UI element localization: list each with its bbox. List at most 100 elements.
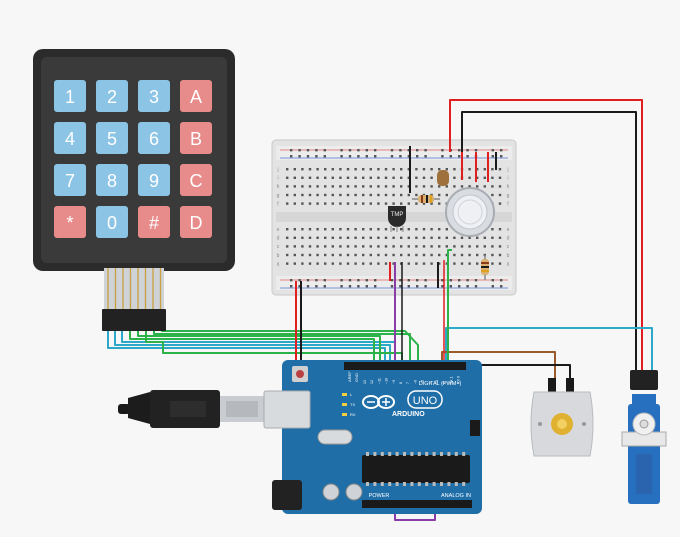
arduino-uno[interactable]: ARDUINO UNO DIGITAL (PWM~) ANALOG IN POW… bbox=[263, 360, 482, 514]
key-label: 2 bbox=[107, 87, 117, 107]
digital-label: DIGITAL (PWM~) bbox=[419, 381, 462, 387]
key-label: 7 bbox=[65, 171, 75, 191]
key-hash[interactable]: # bbox=[138, 206, 170, 238]
key-c[interactable]: C bbox=[180, 164, 212, 196]
key-a[interactable]: A bbox=[180, 80, 212, 112]
pin-label: ~5 bbox=[421, 380, 425, 384]
row-letter: e bbox=[507, 227, 510, 233]
sensor-label: TMP bbox=[391, 212, 404, 218]
row-letter: e bbox=[277, 227, 280, 233]
atmega-chip bbox=[362, 455, 470, 483]
key-label: A bbox=[190, 87, 202, 107]
key-label: 0 bbox=[107, 213, 117, 233]
row-letter: d bbox=[277, 236, 280, 242]
pin-label: ~10 bbox=[385, 378, 389, 384]
row-letter: f bbox=[507, 201, 509, 207]
key-8[interactable]: 8 bbox=[96, 164, 128, 196]
row-letter: a bbox=[277, 261, 280, 267]
icsp-header bbox=[470, 420, 480, 436]
row-letter: c bbox=[277, 244, 280, 250]
row-letter: i bbox=[277, 176, 278, 182]
board-capacitor-1 bbox=[322, 483, 340, 501]
pin-label: ~3 bbox=[435, 380, 439, 384]
arduino-model: UNO bbox=[413, 395, 438, 407]
wire-green-sensor[interactable] bbox=[447, 249, 452, 365]
row-letter: g bbox=[277, 193, 280, 199]
key-b[interactable]: B bbox=[180, 122, 212, 154]
row-letter: i bbox=[507, 176, 508, 182]
gnd-label: GND bbox=[354, 373, 359, 382]
key-label: 6 bbox=[149, 129, 159, 149]
digital-header[interactable] bbox=[344, 362, 466, 370]
key-7[interactable]: 7 bbox=[54, 164, 86, 196]
row-letter: j bbox=[506, 167, 508, 173]
key-9[interactable]: 9 bbox=[138, 164, 170, 196]
key-label: D bbox=[190, 213, 203, 233]
wire-teal-2[interactable] bbox=[114, 330, 391, 365]
key-d[interactable]: D bbox=[180, 206, 212, 238]
row-letter: g bbox=[507, 193, 510, 199]
gas-sensor[interactable] bbox=[445, 187, 495, 237]
led-label: L bbox=[350, 392, 353, 397]
dc-motor[interactable] bbox=[530, 378, 594, 457]
key-0[interactable]: 0 bbox=[96, 206, 128, 238]
wire-red-servo[interactable] bbox=[449, 99, 643, 375]
led-label: TX bbox=[350, 402, 355, 407]
wire-green-2[interactable] bbox=[137, 330, 381, 365]
power-rail-top bbox=[276, 146, 512, 160]
key-label: B bbox=[190, 129, 202, 149]
arduino-brand: ARDUINO bbox=[392, 411, 425, 418]
uno-badge bbox=[407, 390, 443, 409]
power-jack bbox=[272, 480, 302, 510]
row-letter: b bbox=[277, 253, 280, 259]
crystal bbox=[317, 429, 353, 445]
keypad-connector bbox=[102, 309, 166, 331]
key-3[interactable]: 3 bbox=[138, 80, 170, 112]
key-star[interactable]: * bbox=[54, 206, 86, 238]
capacitor[interactable] bbox=[437, 170, 449, 186]
temperature-sensor[interactable]: TMP bbox=[388, 206, 406, 232]
key-label: # bbox=[149, 213, 159, 233]
pin-label: 8 bbox=[399, 382, 403, 384]
row-letter: d bbox=[507, 236, 510, 242]
arduino-logo bbox=[362, 395, 395, 409]
key-label: 5 bbox=[107, 129, 117, 149]
wire-teal-servo[interactable] bbox=[445, 327, 653, 375]
row-letter: h bbox=[507, 184, 510, 190]
wire-brown-motor[interactable] bbox=[441, 351, 556, 385]
pin-label: TX 1 bbox=[449, 376, 453, 384]
analog-label: ANALOG IN bbox=[441, 493, 471, 499]
wire-teal-1[interactable] bbox=[107, 330, 386, 365]
analog-header[interactable] bbox=[362, 500, 472, 508]
key-label: * bbox=[66, 213, 73, 233]
key-6[interactable]: 6 bbox=[138, 122, 170, 154]
led-label: RX bbox=[350, 412, 356, 417]
key-label: 9 bbox=[149, 171, 159, 191]
key-2[interactable]: 2 bbox=[96, 80, 128, 112]
key-label: 4 bbox=[65, 129, 75, 149]
resistor-2[interactable] bbox=[481, 255, 489, 280]
row-letter: a bbox=[507, 261, 510, 267]
row-letter: b bbox=[507, 253, 510, 259]
row-letter: j bbox=[276, 167, 278, 173]
row-letter: c bbox=[507, 244, 510, 250]
pin-label: 7 bbox=[406, 382, 410, 384]
servo-motor[interactable] bbox=[621, 370, 667, 504]
key-label: 8 bbox=[107, 171, 117, 191]
power-label: POWER bbox=[369, 493, 390, 499]
usb-jack bbox=[263, 390, 311, 429]
resistor[interactable] bbox=[412, 195, 440, 203]
pin-label: ~6 bbox=[413, 380, 417, 384]
pin-label: 13 bbox=[363, 380, 367, 384]
key-label: 1 bbox=[65, 87, 75, 107]
wire-black-servo[interactable] bbox=[461, 111, 637, 375]
key-5[interactable]: 5 bbox=[96, 122, 128, 154]
key-1[interactable]: 1 bbox=[54, 80, 86, 112]
breadboard-holes bbox=[286, 149, 503, 288]
key-4[interactable]: 4 bbox=[54, 122, 86, 154]
